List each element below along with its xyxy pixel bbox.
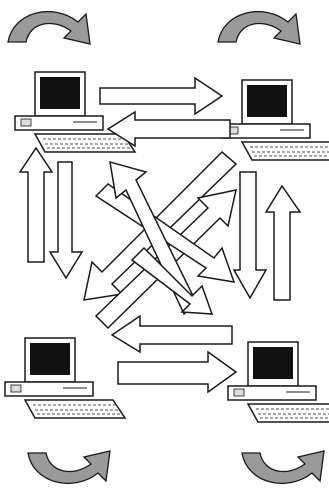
top-left-computer <box>14 71 136 153</box>
curved-arrow-icon <box>217 10 301 45</box>
block-arrow-icon <box>99 76 224 116</box>
block-arrow-icon <box>106 110 231 148</box>
block-arrow-icon <box>130 246 214 315</box>
block-arrow-icon <box>110 314 233 354</box>
bottom-right-computer <box>227 341 329 423</box>
block-arrow-icon <box>109 160 197 316</box>
block-arrow-icon <box>48 161 84 280</box>
block-arrow-icon <box>264 184 302 301</box>
top-right-computer <box>221 79 329 161</box>
block-arrow-icon <box>94 183 236 283</box>
bottom-left-computer <box>4 337 126 419</box>
block-arrow-icon <box>232 171 268 300</box>
curved-arrow-icon <box>241 450 325 485</box>
block-arrow-icon <box>117 350 238 394</box>
curved-arrow-icon <box>7 10 91 45</box>
block-arrow-icon <box>18 146 54 263</box>
curved-arrow-icon <box>27 450 111 485</box>
